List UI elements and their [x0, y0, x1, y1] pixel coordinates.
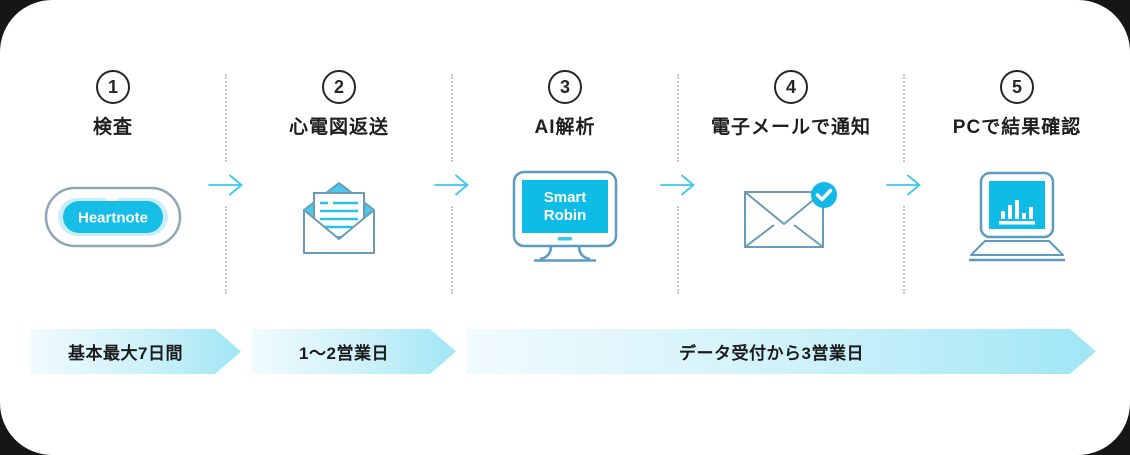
heartnote-device-label: Heartnote — [78, 209, 148, 226]
step-number: 3 — [559, 76, 570, 97]
open-envelope-icon — [297, 175, 381, 264]
dotted-line — [677, 74, 679, 162]
dotted-line — [451, 206, 453, 294]
dotted-line — [903, 206, 905, 294]
step-number: 5 — [1011, 76, 1022, 97]
step-4-number-badge: 4 — [774, 70, 808, 104]
step-5-icon-box — [961, 169, 1073, 269]
dotted-line — [451, 74, 453, 162]
step-3-label: AI解析 — [534, 117, 596, 138]
step-3: 3 AI解析 Smart Robin — [452, 70, 678, 269]
divider-1 — [208, 74, 243, 294]
monitor-screen-line2: Robin — [544, 207, 587, 224]
step-2-number-badge: 2 — [322, 70, 356, 104]
step-4: 4 電子メールで通知 — [678, 70, 904, 269]
step-4-label: 電子メールで通知 — [710, 117, 871, 138]
step-5: 5 PCで結果確認 — [904, 70, 1130, 269]
analysis-monitor-icon: Smart Robin — [510, 169, 620, 270]
step-number: 1 — [107, 76, 118, 97]
timeline-label-2: 1〜2営業日 — [299, 344, 389, 363]
step-4-icon-box — [742, 169, 840, 269]
step-5-number-badge: 5 — [1000, 70, 1034, 104]
laptop-chart-icon — [961, 171, 1073, 268]
right-arrow-icon — [659, 172, 697, 203]
right-arrow-icon — [433, 172, 471, 203]
step-1: 1 検査 Heartnote — [0, 70, 226, 269]
step-1-icon-box: Heartnote — [44, 169, 182, 269]
steps-row: 1 検査 Heartnote 2 心電図返送 — [0, 70, 1130, 269]
step-number: 2 — [333, 76, 344, 97]
divider-3 — [660, 74, 695, 294]
step-3-number-badge: 3 — [548, 70, 582, 104]
divider-2 — [434, 74, 469, 294]
timeline-label-1: 基本最大7日間 — [68, 344, 183, 363]
step-2: 2 心電図返送 — [226, 70, 452, 269]
timeline-arrow-1: 基本最大7日間 — [30, 329, 241, 374]
dotted-line — [225, 206, 227, 294]
right-arrow-icon — [885, 172, 923, 203]
dotted-line — [677, 206, 679, 294]
step-3-icon-box: Smart Robin — [510, 169, 620, 269]
timeline-arrow-2: 1〜2営業日 — [252, 329, 456, 374]
monitor-screen-line1: Smart — [544, 189, 587, 206]
timeline-label-3: データ受付から3営業日 — [679, 344, 864, 363]
step-number: 4 — [785, 76, 796, 97]
step-1-number-badge: 1 — [96, 70, 130, 104]
dotted-line — [225, 74, 227, 162]
heartnote-device-icon: Heartnote — [44, 185, 182, 254]
timeline-arrow-3: データ受付から3営業日 — [467, 329, 1096, 374]
envelope-check-icon — [742, 181, 840, 258]
dotted-line — [903, 74, 905, 162]
divider-4 — [886, 74, 921, 294]
step-2-label: 心電図返送 — [288, 117, 389, 138]
right-arrow-icon — [207, 172, 245, 203]
step-1-label: 検査 — [92, 117, 133, 138]
step-2-icon-box — [297, 169, 381, 269]
step-5-label: PCで結果確認 — [952, 117, 1082, 138]
